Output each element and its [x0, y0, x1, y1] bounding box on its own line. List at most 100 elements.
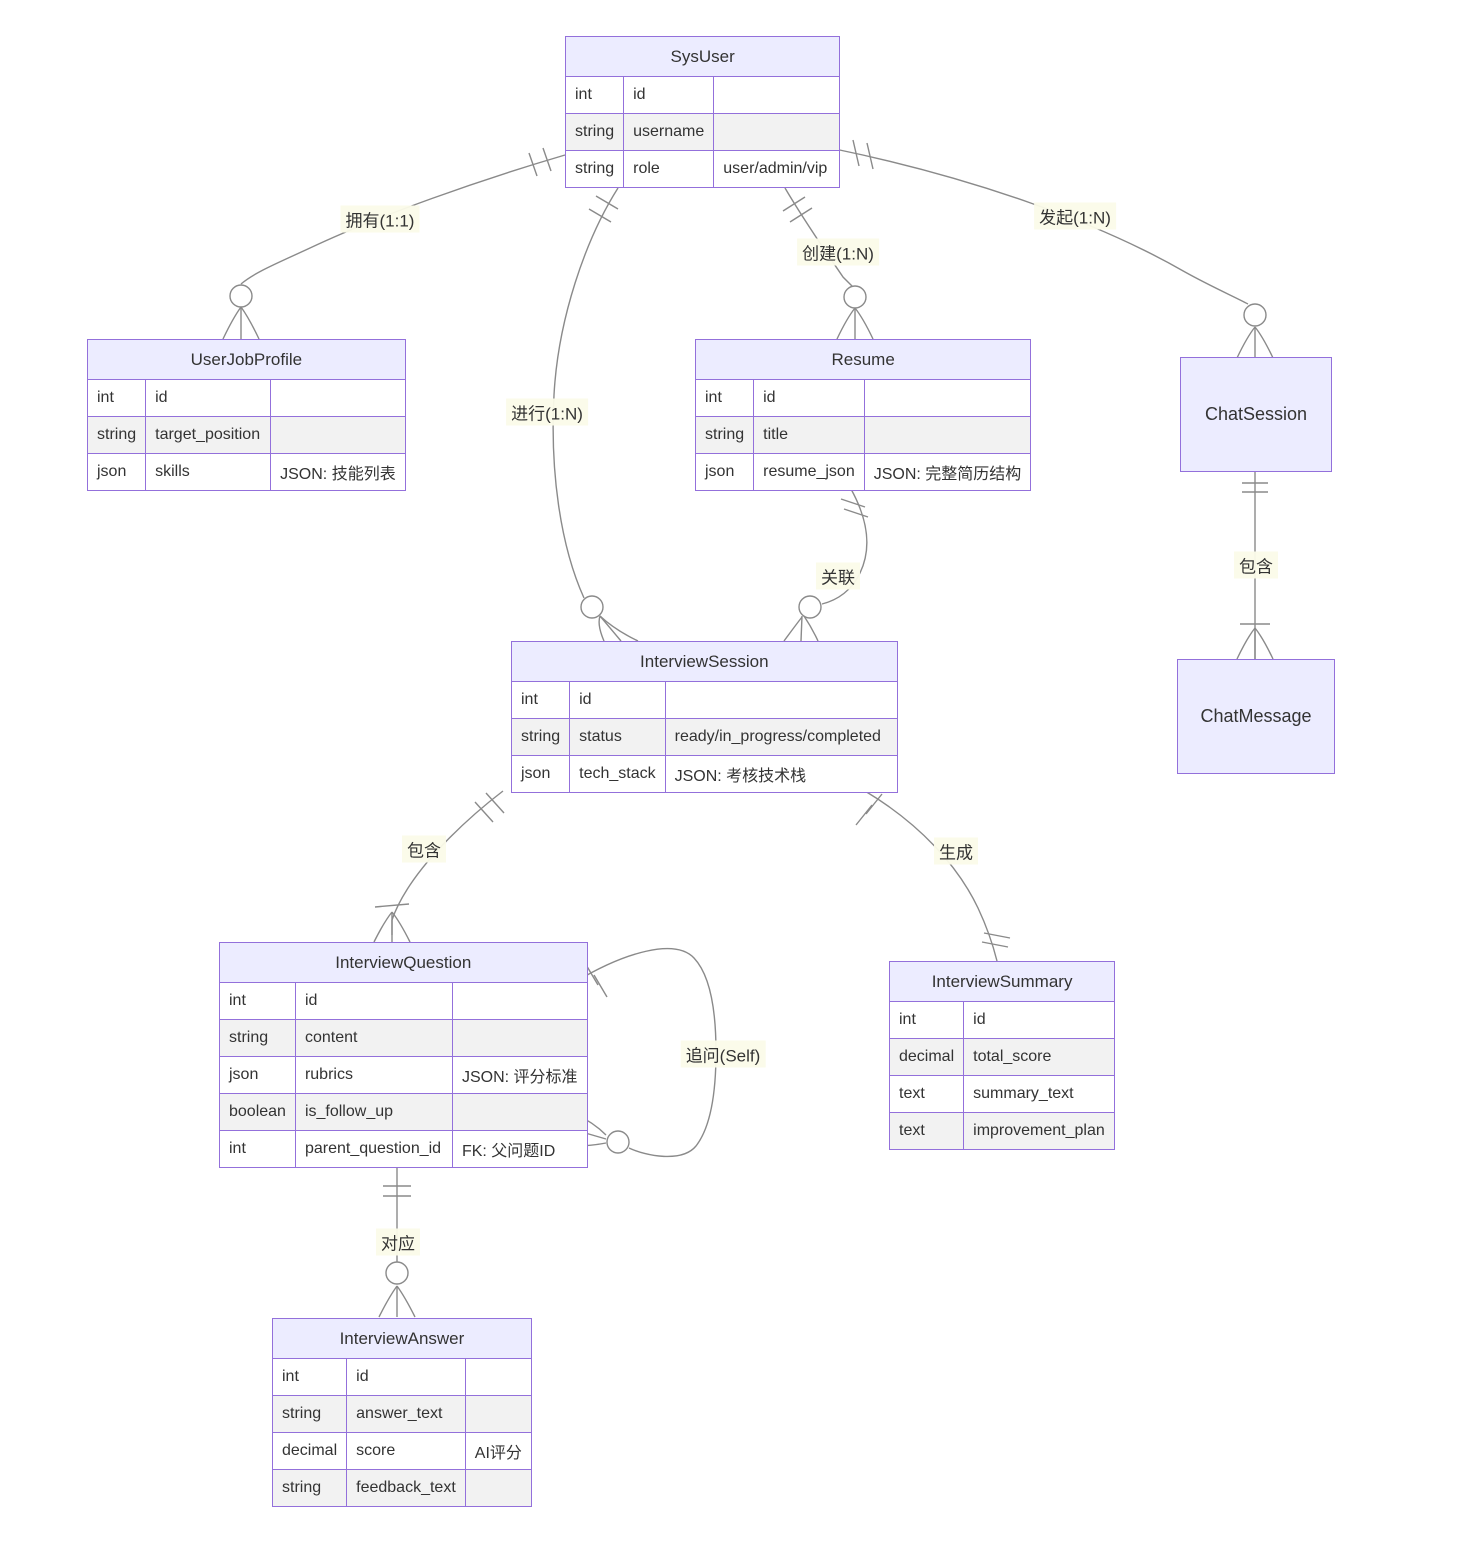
entity-interviewsummary: InterviewSummary int id decimal total_sc…: [888, 961, 1116, 1150]
one-marker-icon: [1242, 482, 1268, 493]
edge-sysuser-interviewsession: [552, 187, 639, 642]
one-marker-icon: [474, 792, 505, 823]
attr-comment: AI评分: [464, 1432, 532, 1470]
attr-row: int id: [219, 982, 588, 1020]
one-marker-icon: [840, 498, 869, 518]
attr-row: text improvement_plan: [888, 1112, 1116, 1150]
attr-name: role: [623, 150, 715, 188]
entity-chatmessage: ChatMessage: [1177, 659, 1335, 774]
zero-many-marker-icon: [1236, 303, 1274, 359]
attr-type: string: [271, 1469, 348, 1507]
zero-many-marker-icon: [783, 595, 822, 642]
relationship-label-generates: 生成: [934, 837, 978, 865]
attr-type: string: [694, 416, 755, 454]
attr-name: skills: [145, 453, 272, 491]
attr-comment: FK: 父问题ID: [451, 1130, 588, 1168]
attr-type: json: [86, 453, 147, 491]
entity-title: Resume: [694, 339, 1032, 380]
attr-comment: [451, 982, 588, 1020]
edge-interviewsession-interviewsummary: [855, 790, 1011, 962]
attr-row: json tech_stack JSON: 考核技术栈: [510, 755, 898, 793]
entity-title: SysUser: [564, 36, 841, 77]
relationship-label-links: 关联: [816, 562, 860, 590]
zero-many-marker-icon: [580, 595, 639, 642]
attr-name: id: [145, 379, 272, 417]
attr-type: int: [271, 1358, 348, 1396]
attr-row: string feedback_text: [271, 1469, 532, 1507]
attr-row: boolean is_follow_up: [219, 1093, 588, 1131]
edge-line: [821, 488, 868, 605]
attr-type: int: [86, 379, 147, 417]
relationship-label-owns: 拥有(1:1): [340, 205, 420, 233]
edge-line: [784, 187, 854, 288]
one-many-marker-icon: [373, 903, 411, 943]
edge-line: [864, 790, 998, 962]
entity-title: InterviewAnswer: [272, 1318, 532, 1359]
entity-title: ChatMessage: [1200, 706, 1312, 726]
one-marker-icon: [383, 1185, 411, 1197]
attr-name: username: [623, 113, 715, 151]
relationship-label-creates: 创建(1:N): [797, 238, 879, 266]
attr-comment: JSON: 完整简历结构: [863, 453, 1032, 491]
attr-comment: [464, 1469, 532, 1507]
relationship-label-follow-up-self: 追问(Self): [680, 1040, 766, 1068]
edge-resume-interviewsession: [783, 488, 869, 642]
one-marker-icon: [855, 793, 883, 826]
edge-line: [391, 790, 504, 935]
attr-name: content: [294, 1019, 453, 1057]
attr-type: int: [564, 76, 625, 114]
one-marker-icon: [981, 932, 1011, 948]
attr-type: int: [694, 379, 755, 417]
attr-row: string status ready/in_progress/complete…: [510, 718, 898, 756]
entity-interviewquestion: InterviewQuestion int id string content …: [219, 942, 588, 1168]
attr-comment: [464, 1395, 532, 1433]
attr-row: json skills JSON: 技能列表: [86, 453, 406, 491]
attr-type: text: [888, 1075, 965, 1113]
entity-interviewsession: InterviewSession int id string status re…: [510, 641, 898, 793]
relationship-label-contains-chat: 包含: [1234, 551, 1278, 579]
attr-type: json: [219, 1056, 296, 1094]
attr-row: string username: [564, 113, 841, 151]
attr-type: string: [564, 113, 625, 151]
attr-comment: ready/in_progress/completed: [664, 718, 898, 756]
attr-name: tech_stack: [569, 755, 666, 793]
attr-type: text: [888, 1112, 965, 1150]
attr-name: answer_text: [346, 1395, 466, 1433]
attr-type: int: [219, 982, 296, 1020]
attr-type: decimal: [271, 1432, 348, 1470]
attr-row: decimal total_score: [888, 1038, 1116, 1076]
attr-comment: JSON: 技能列表: [270, 453, 406, 491]
zero-many-marker-icon: [836, 285, 874, 340]
relationship-label-initiates: 发起(1:N): [1034, 202, 1116, 230]
attr-comment: [664, 681, 898, 719]
entity-userjobprofile: UserJobProfile int id string target_posi…: [86, 339, 406, 491]
attr-type: boolean: [219, 1093, 296, 1131]
entity-title: ChatSession: [1204, 404, 1308, 424]
attr-name: id: [623, 76, 715, 114]
entity-title: UserJobProfile: [87, 339, 406, 380]
attr-name: rubrics: [294, 1056, 453, 1094]
attr-row: string target_position: [86, 416, 406, 454]
attr-name: id: [753, 379, 865, 417]
attr-name: id: [569, 681, 666, 719]
entity-resume: Resume int id string title json resume_j…: [694, 339, 1032, 491]
attr-name: is_follow_up: [294, 1093, 453, 1131]
attr-name: parent_question_id: [294, 1130, 453, 1168]
attr-row: int parent_question_id FK: 父问题ID: [219, 1130, 588, 1168]
attr-row: int id: [510, 681, 898, 719]
zero-many-marker-icon: [222, 284, 260, 340]
attr-comment: [464, 1358, 532, 1396]
attr-name: feedback_text: [346, 1469, 466, 1507]
attr-comment: user/admin/vip: [713, 150, 841, 188]
attr-type: decimal: [888, 1038, 965, 1076]
entity-interviewanswer: InterviewAnswer int id string answer_tex…: [271, 1318, 532, 1507]
relationship-label-conducts: 进行(1:N): [506, 398, 588, 426]
relationship-label-contains-question: 包含: [402, 835, 446, 863]
attr-comment: [270, 416, 406, 454]
attr-name: total_score: [963, 1038, 1116, 1076]
edge-line: [834, 148, 1249, 305]
attr-type: int: [888, 1001, 965, 1039]
one-marker-icon: [528, 147, 552, 177]
attr-name: status: [569, 718, 666, 756]
